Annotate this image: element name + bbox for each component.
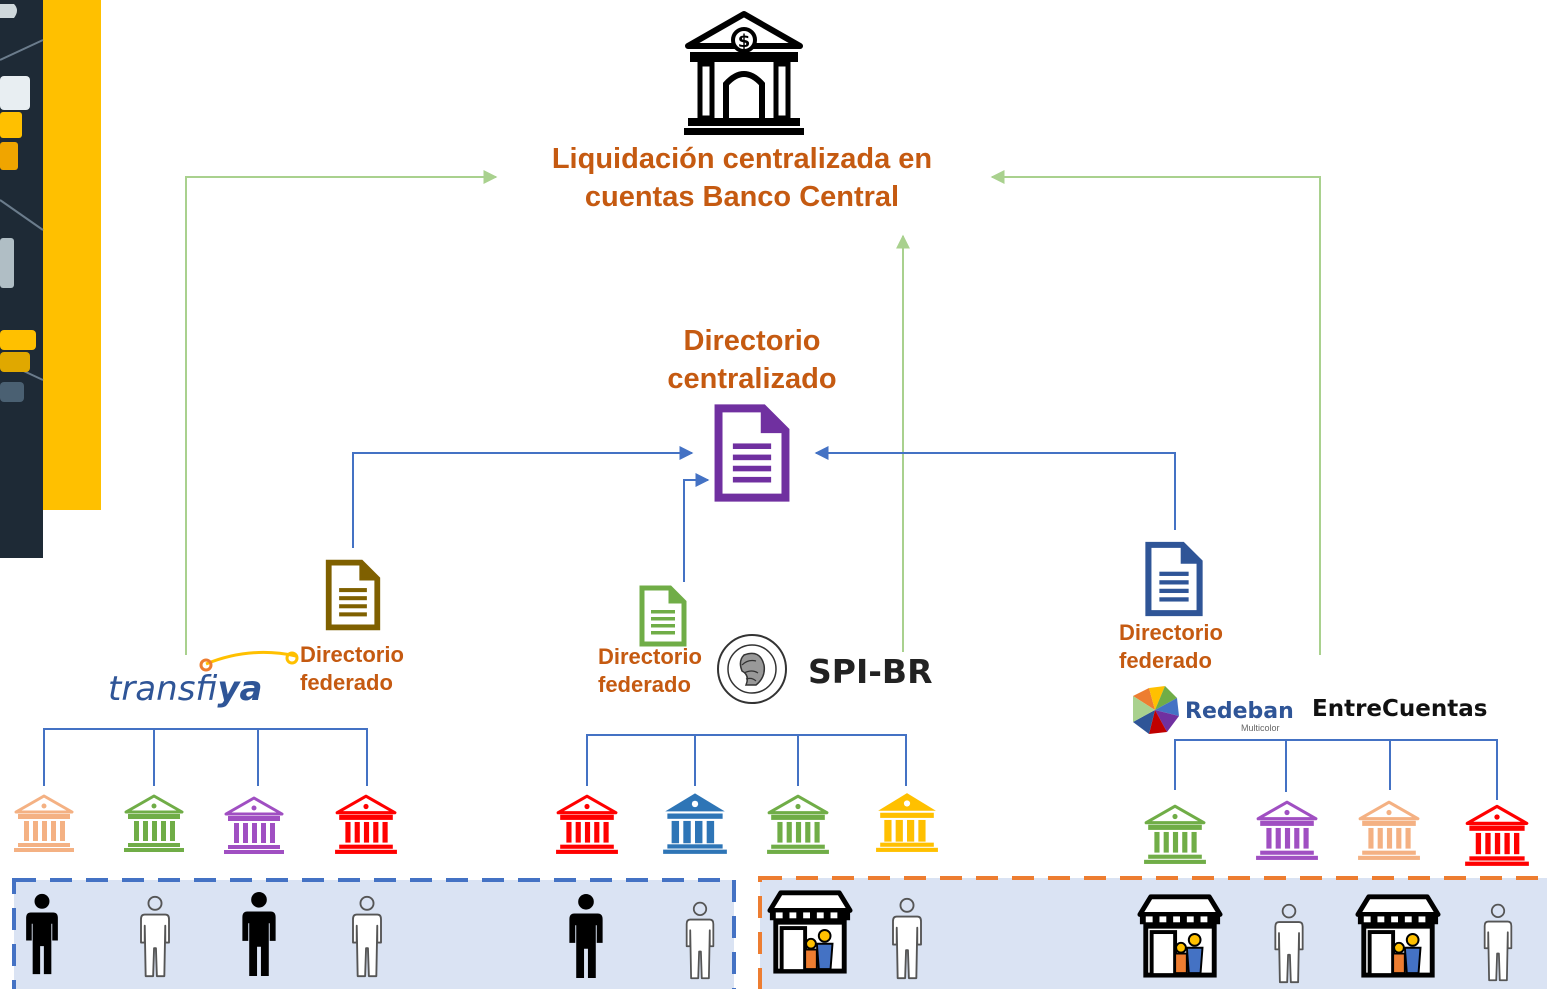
transfiya-directory-label-line2: federado bbox=[300, 670, 393, 695]
redeban-logo-text: Redeban bbox=[1185, 699, 1294, 724]
central-settlement-title-line1: Liquidación centralizada en bbox=[552, 143, 932, 175]
central-directory-title-line1: Directorio bbox=[684, 325, 821, 357]
bank-tree-connectors bbox=[43, 728, 1498, 800]
redeban-banks bbox=[1142, 800, 1531, 868]
transfiya-logo-suffix: ya bbox=[217, 669, 262, 709]
bank-icon bbox=[663, 793, 727, 854]
shop-icon bbox=[1140, 897, 1220, 975]
bank-icon bbox=[1142, 804, 1208, 866]
bank-icon bbox=[12, 794, 76, 854]
redeban-logo: Redeban Multicolor EntreCuentas bbox=[1133, 686, 1487, 734]
spi-br-label: SPI-BR bbox=[808, 652, 933, 691]
spi-directory-label-line1: Directorio bbox=[598, 644, 702, 669]
sidebar-image bbox=[0, 0, 101, 558]
banco-republica-seal-icon bbox=[717, 634, 787, 704]
central-settlement-title-line2: cuentas Banco Central bbox=[585, 181, 899, 213]
svg-text:transfiya: transfiya bbox=[108, 669, 262, 709]
directory-connectors bbox=[352, 446, 1176, 582]
bank-icon bbox=[876, 793, 938, 852]
spi-banks bbox=[554, 793, 938, 856]
svg-text:$: $ bbox=[738, 31, 751, 52]
transfiya-directory-document-icon bbox=[329, 563, 378, 628]
redeban-directory-label-line1: Directorio bbox=[1119, 620, 1223, 645]
spi-directory-document-icon bbox=[642, 588, 684, 644]
bank-icon bbox=[122, 794, 186, 854]
central-directory-document-icon bbox=[719, 408, 786, 497]
bank-icon bbox=[333, 794, 399, 856]
settlement-connectors bbox=[185, 170, 1321, 655]
shop-icon bbox=[1358, 897, 1438, 975]
bank-icon bbox=[1356, 800, 1422, 862]
transfiya-logo-prefix: transfi bbox=[108, 669, 217, 709]
bank-icon bbox=[554, 794, 620, 856]
entrecuentas-label: EntreCuentas bbox=[1312, 696, 1487, 722]
bank-icon bbox=[765, 794, 831, 856]
redeban-directory-label-line2: federado bbox=[1119, 648, 1212, 673]
bank-icon bbox=[1463, 804, 1531, 868]
shop-icon bbox=[770, 893, 850, 971]
central-directory-title-line2: centralizado bbox=[667, 363, 836, 395]
redeban-directory-document-icon bbox=[1148, 545, 1199, 613]
merchant-users-panel bbox=[758, 876, 1547, 989]
spi-directory-label-line2: federado bbox=[598, 672, 691, 697]
bank-icon bbox=[222, 796, 286, 856]
bank-icon bbox=[1254, 800, 1320, 862]
transfiya-directory-label-line1: Directorio bbox=[300, 642, 404, 667]
central-bank-icon: $ bbox=[684, 11, 804, 135]
decorative-server-icons bbox=[0, 4, 44, 402]
transfiya-logo: transfiya bbox=[108, 650, 299, 709]
transfiya-banks bbox=[12, 794, 399, 856]
retail-users-panel bbox=[12, 878, 736, 989]
redeban-logo-subtext: Multicolor bbox=[1241, 723, 1280, 733]
